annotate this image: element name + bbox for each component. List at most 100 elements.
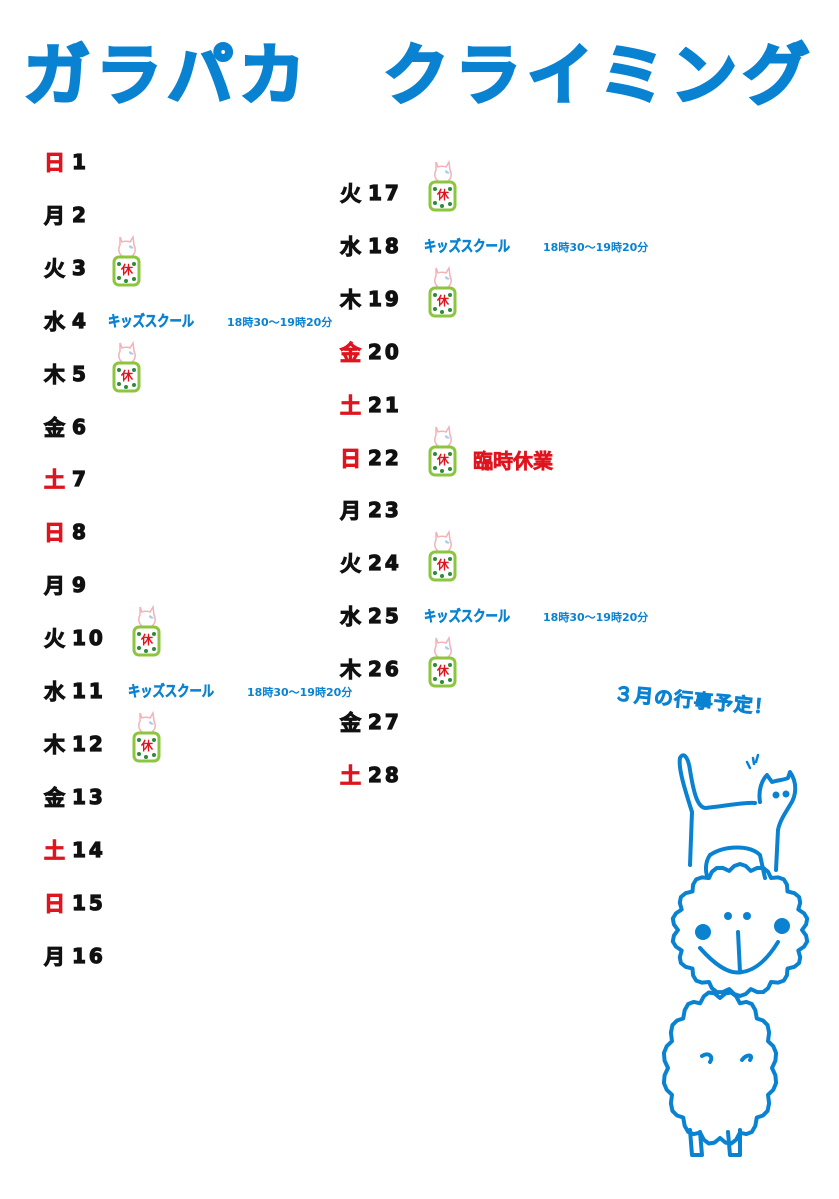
- day-number: 6: [71, 414, 89, 439]
- weekday-label: 月: [44, 203, 66, 228]
- closed-day-cat-icon: 休: [112, 233, 142, 291]
- day-number: 5: [71, 361, 89, 386]
- kids-school-event: キッズスクール 18時30～19時20分: [424, 235, 648, 256]
- closed-day-cat-icon: 休: [132, 709, 162, 767]
- weekday-label: 金: [340, 711, 362, 736]
- day-row: 水 11: [44, 676, 116, 706]
- day-row: 金 20: [340, 337, 412, 367]
- day-row: 水 18: [340, 231, 412, 261]
- weekday-label: 日: [44, 891, 66, 916]
- weekday-label: 土: [340, 393, 362, 418]
- day-number: 18: [367, 233, 402, 258]
- closed-day-cat-icon: 休: [132, 603, 162, 661]
- weekday-label: 日: [340, 446, 362, 471]
- kids-school-time: 18時30～19時20分: [247, 686, 353, 699]
- kids-school-time: 18時30～19時20分: [543, 240, 649, 254]
- day-number: 13: [71, 784, 106, 809]
- day-number: 20: [367, 339, 402, 364]
- closed-day-cat-icon: 休: [428, 634, 458, 692]
- kids-school-time: 18時30～19時20分: [227, 315, 333, 329]
- weekday-label: 月: [44, 944, 66, 969]
- day-number: 25: [367, 604, 402, 629]
- day-row: 火 10: [44, 623, 116, 653]
- holiday-sign-label: 休: [121, 368, 134, 383]
- holiday-sign-label: 休: [437, 452, 450, 467]
- weekday-label: 木: [340, 287, 362, 312]
- day-row: 土 28: [340, 760, 412, 790]
- day-number: 19: [367, 286, 402, 311]
- day-row: 月 23: [340, 495, 412, 525]
- fluffy-body: [661, 990, 779, 1146]
- day-number: 9: [71, 573, 89, 598]
- weekday-label: 金: [44, 785, 66, 810]
- weekday-label: 火: [44, 627, 66, 652]
- kids-school-label: キッズスクール: [128, 682, 215, 701]
- day-row: 金 27: [340, 707, 412, 737]
- weekday-label: 土: [44, 838, 66, 863]
- day-number: 1: [71, 149, 89, 174]
- day-row: 土 21: [340, 390, 412, 420]
- day-row: 金 13: [44, 782, 116, 812]
- holiday-sign-label: 休: [437, 188, 450, 202]
- day-row: 水 4: [44, 306, 116, 336]
- day-row: 金 6: [44, 412, 116, 442]
- day-number: 2: [71, 202, 89, 227]
- day-row: 木 5: [44, 359, 116, 389]
- day-number: 7: [71, 467, 89, 492]
- weekday-label: 金: [340, 340, 362, 365]
- weekday-label: 火: [340, 182, 362, 207]
- day-row: 木 26: [340, 654, 412, 684]
- closed-day-cat-icon: 休: [428, 158, 458, 216]
- closed-day-cat-icon: 休: [112, 339, 142, 397]
- day-number: 21: [367, 392, 402, 417]
- day-row: 日 1: [44, 147, 116, 177]
- weekday-label: 日: [44, 521, 66, 546]
- weekday-label: 月: [44, 574, 66, 599]
- weekday-label: 水: [340, 605, 362, 630]
- weekday-label: 水: [44, 309, 66, 334]
- day-number: 10: [71, 625, 106, 651]
- day-number: 3: [71, 255, 89, 280]
- holiday-sign-label: 休: [141, 633, 154, 648]
- weekday-label: 木: [340, 658, 362, 683]
- temporary-closure-label: 臨時休業: [473, 448, 554, 473]
- day-number: 27: [367, 709, 402, 734]
- weekday-label: 火: [340, 552, 362, 577]
- day-row: 日 22: [340, 443, 412, 473]
- poster-title: ガラパカ クライミング: [22, 36, 816, 116]
- day-row: 水 25: [340, 601, 412, 631]
- day-row: 火 24: [340, 548, 412, 578]
- day-number: 4: [71, 308, 89, 333]
- day-row: 木 12: [44, 729, 116, 759]
- day-number: 24: [367, 551, 402, 576]
- day-row: 土 7: [44, 464, 116, 494]
- weekday-label: 木: [44, 362, 66, 387]
- day-row: 月 9: [44, 570, 116, 600]
- day-number: 26: [367, 656, 402, 682]
- weekday-label: 月: [340, 499, 362, 524]
- day-row: 火 17: [340, 178, 412, 208]
- day-number: 11: [71, 678, 106, 703]
- weekday-label: 日: [44, 151, 66, 176]
- day-number: 14: [71, 837, 106, 862]
- day-row: 木 19: [340, 284, 412, 314]
- day-row: 月 2: [44, 200, 116, 230]
- holiday-sign-label: 休: [121, 262, 134, 277]
- kids-school-event: キッズスクール 18時30～19時20分: [128, 680, 352, 701]
- holiday-sign-label: 休: [437, 558, 450, 573]
- weekday-label: 水: [340, 234, 362, 259]
- closed-day-cat-icon: 休: [428, 528, 458, 586]
- weekday-label: 土: [340, 763, 362, 788]
- day-number: 12: [71, 731, 106, 756]
- day-row: 土 14: [44, 835, 116, 865]
- kids-school-time: 18時30～19時20分: [543, 611, 649, 625]
- day-row: 日 8: [44, 517, 116, 547]
- day-number: 15: [71, 890, 106, 915]
- kids-school-label: キッズスクール: [424, 236, 511, 256]
- weekday-label: 火: [44, 256, 66, 281]
- day-number: 8: [71, 520, 89, 545]
- day-row: 月 16: [44, 941, 116, 971]
- day-number: 23: [367, 498, 402, 523]
- closed-day-cat-icon: 休: [428, 423, 458, 481]
